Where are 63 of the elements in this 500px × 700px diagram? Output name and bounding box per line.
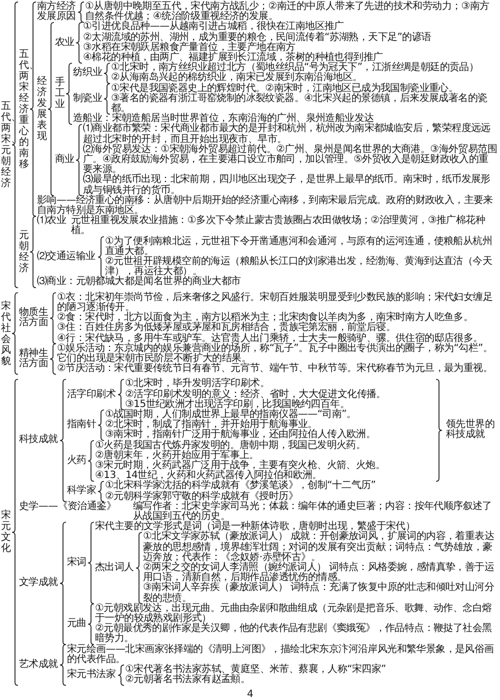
outline-heading: 精神生活方面 xyxy=(19,348,50,370)
outline-heading: 火药 xyxy=(67,456,88,466)
outline-heading: 活字印刷术 xyxy=(67,390,117,400)
outline-heading: ⑵交通运输业 xyxy=(37,252,96,262)
outline-item: ②元朝最优秀的剧作家是关汉卿，他的代表作品有悲剧《窦娥冤》，作品特点：鞭挞了社会黑暗势力。 xyxy=(95,624,492,644)
outline-heading: ⑴农业 xyxy=(37,216,68,226)
outline-heading: 农业 xyxy=(55,38,76,48)
outline-heading: 宋代社会风貌 xyxy=(1,300,12,366)
outline-item: ③南宋词人辛弃疾（豪放派词人） 词特点：充满了恢复中原的壮志和倾吐对山河分裂的悲愤。 xyxy=(143,583,496,604)
outline-heading: 手工业 xyxy=(55,77,66,110)
outline-item: ②活字印刷术发明的意义：经济、省时，大大促进文化传播。 xyxy=(125,390,387,400)
outline-item: ①北宋文学家苏轼（豪放派词人） 成就：开创豪放词风，扩展词的内容，着重表达豪放的思想感情，境界雄浑壮阔；对词的发展有突出贡献；词特点：气势雄放，豪迈奔放；代表作：《念奴娇·赤壁怀古》。 xyxy=(143,532,496,563)
outline-heading: 五代、两宋、元朝经济 xyxy=(1,100,12,189)
outline-item: ①宋代是我国瓷器史上的辉煌时代。②南宋时，江南地区已成为我国制瓷业重心。 xyxy=(111,84,458,94)
outline-heading: 艺术成就 xyxy=(19,660,59,670)
outline-heading: 元朝经济 xyxy=(19,230,30,274)
outline-heading: 宋元文化 xyxy=(1,510,12,554)
outline-heading: 科学家 xyxy=(67,486,98,497)
outline-item: ②从海南岛兴起的棉纺织业，南宋已发展到东南沿海地区。 xyxy=(111,73,362,84)
outline-heading: 科技成就 xyxy=(19,435,59,446)
outline-item: 编写作者：北宋史学家司马光；体裁：编年体的通史巨著；内容：按年代顺序叙述了从战国到五代的历史。 xyxy=(133,502,493,522)
outline-item: ①元朝戏剧发达，出现元曲。元曲由杂剧和散曲组成（元杂剧是把音乐、歌舞、动作、念白熔于一炉的较成熟戏剧形式） xyxy=(95,604,493,624)
outline-heading: 经济发展表现 xyxy=(37,76,48,142)
outline-item: ①引进优良品种——从越南引进占城稻，很快在江南地区推广 xyxy=(83,22,344,32)
outline-item: ①娱乐活动：东京城内的娱乐兼营商业的场所，称“瓦子”。瓦子中圈出专供演出的圈子，称为“勾栏”。它们的出现是宋朝市民阶层不断扩大的结果。 xyxy=(57,344,494,364)
outline-item: ⑶商业：元朝都城大都是闻名世界的商业大都市 xyxy=(37,277,242,288)
outline-heading: 文学成就 xyxy=(19,578,59,588)
summary-label: 领先世界的科技成就 xyxy=(446,420,496,441)
outline-heading: 物质生活方面 xyxy=(19,308,50,328)
outline-item: ④行：宋代缺马，多用牛车或驴车。达官贵人出门乘轿，士大夫一般骑驴、骡。供住宿的邸店很多。 xyxy=(57,334,484,344)
outline-item: ①衣：北宋初年崇尚节俭，后来奢侈之风盛行。宋朝百姓服装明显受到少数民族的影响；宋代妇女缠足的陋习逐渐传开。 xyxy=(57,292,494,313)
outline-heading: 史学——《资治通鉴》 xyxy=(19,502,118,512)
outline-item: ①火药是我国古代炼丹家发明的。唐朝中期，我国已发明火药。 xyxy=(95,440,367,451)
outline-item: ①宋代著名书法家苏轼、黄庭坚、米芾、蔡襄，人称“宋四家” xyxy=(125,665,387,675)
outline-heading: 宋元书法家 xyxy=(67,670,117,680)
outline-item: ③宋元时期，火药武器广泛用于战争，主要有突火枪、火箭、火炮。 xyxy=(95,460,386,471)
outline-item: ①战国时期，人们制成世界上最早的指南仪器——“司南”。 xyxy=(105,410,358,420)
outline-heading: 制瓷业 xyxy=(73,94,104,104)
outline-heading: 元曲 xyxy=(67,619,88,630)
outline-item: ⑴商业都市繁荣：宋代商业都市最大的是开封和杭州，杭州改为南宋都城临安后，繁荣程度远远超过北宋时的开封，而且开始出现夜市、早市。 xyxy=(83,124,490,145)
outline-heading: 杰出词人 xyxy=(95,562,135,574)
outline-item: 元世祖重视发展农业措施：①多次下令禁止蒙古贵族圈占农田做牧场；②治理黄河，③推广棉花种植。 xyxy=(71,216,485,236)
outline-item: ③15世纪欧洲才出现活字印刷，比我国晚约四百年。 xyxy=(125,400,350,410)
outline-item: ②唐朝末年，火药开始应用于军事上。 xyxy=(95,450,259,461)
outline-item: ③住：百姓住房多为低矮茅屋或茅屋和瓦房相结合，贵族宅第宏丽，前堂后寝。 xyxy=(57,323,396,334)
outline-item: ③南宋时，指南针广泛用于航海事业，还由阿拉伯人传入欧洲。 xyxy=(105,430,377,440)
outline-item: ①北宋时，毕升发明活字印刷术。 xyxy=(125,379,270,390)
outline-heading: 五代、两宋经济重心的南移 xyxy=(19,48,30,170)
outline-heading: 指南针 xyxy=(67,420,98,430)
outline-heading: 纺织业 xyxy=(73,68,104,79)
outline-heading: 南方经济发展原因 xyxy=(37,2,77,22)
outline-item: ②元朝著名书法家有赵孟頫。 xyxy=(125,675,252,686)
outline-item: ①为了便利南粮北运，元世祖下令开凿通惠河和会通河，与原有的运河连通，使粮船从杭州直通大都。 xyxy=(105,236,493,257)
outline-item: 宋元绘画——北宋画家张择端的《清明上河图》，描绘北宋东京汴河沿岸风光和繁华景象，是风俗画的代表作品。 xyxy=(67,644,495,665)
page-number: 4 xyxy=(246,690,254,700)
outline-item: ③水稻在宋朝跃居粮食产量首位，主要产地在南方 xyxy=(83,42,296,53)
outline-item: ②节庆活动：宋代重要传统节日有春节、元宵节、端午节、中秋节等。宋代称春节为元旦，最为重视。 xyxy=(57,364,494,374)
outline-item: ⑶最早的纸币出现：北宋前期，四川地区出现交子，是世界上最早的纸币。南宋时，纸币发展形成与铜钱并行的货币。 xyxy=(83,175,490,196)
outline-heading: 宋词 xyxy=(67,558,88,568)
outline-item: ②元朝科学家郭守敬的科学成就有《授时历》 xyxy=(105,492,298,502)
outline-item: ①北宋科学家沈括的科学成就有《梦溪笔谈》，创制“十二气历” xyxy=(105,481,377,492)
outline-item: ②太湖流域的苏州、湖州，成为重要的粮仓，民间流传着“苏湖熟，天下足”的谚语 xyxy=(83,32,432,43)
outline-heading: 商业 xyxy=(55,155,76,166)
